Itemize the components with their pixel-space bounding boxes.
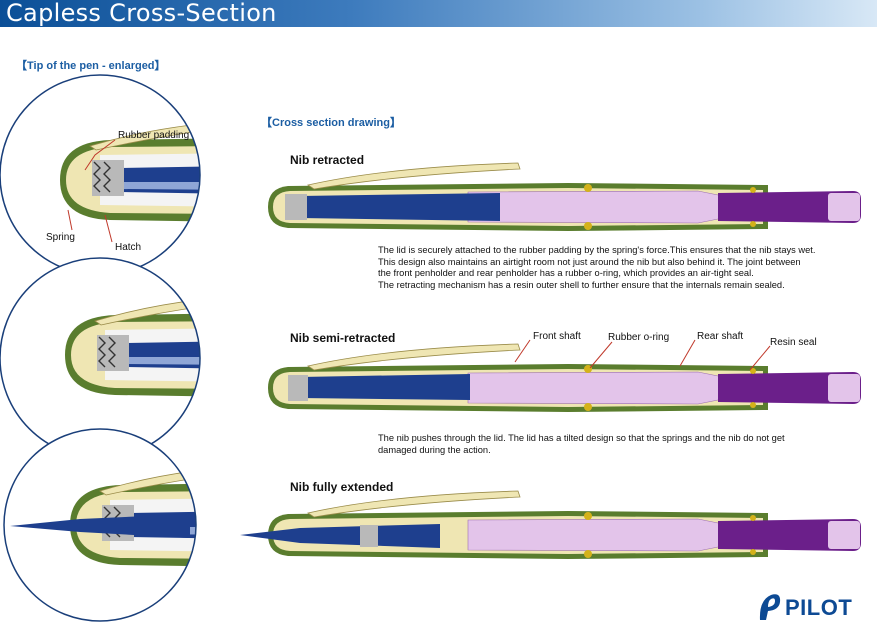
state-title-retracted: Nib retracted [290,153,365,167]
front-shaft-label: Front shaft [533,331,581,342]
rear-shaft-label: Rear shaft [697,331,744,342]
spring-label: Spring [46,232,75,243]
state-title-semi: Nib semi-retracted [290,331,396,345]
cross-section-title: 【Cross section drawing】 [261,117,401,129]
brand-name: PILOT [785,595,853,620]
page-title: Capless Cross-Section [6,0,277,27]
rubber-padding-label: Rubber padding [118,130,190,141]
tip-circle-extended [3,428,197,622]
title-banner: Capless Cross-Section [0,0,877,27]
rubber-oring-label: Rubber o-ring [608,332,670,343]
semi-retracted-description: The nib pushes through the lid. The lid … [378,433,785,455]
pilot-logo: PILOT [757,592,872,626]
pilot-mark-icon [759,594,781,620]
hatch-label: Hatch [115,242,142,253]
tip-circle-semi [0,257,201,459]
resin-seal-label: Resin seal [770,337,817,348]
retracted-description: The lid is securely attached to the rubb… [378,245,816,290]
tip-section-title: 【Tip of the pen - enlarged】 [16,60,166,72]
pen-extended [267,490,862,560]
state-title-extended: Nib fully extended [290,480,394,494]
